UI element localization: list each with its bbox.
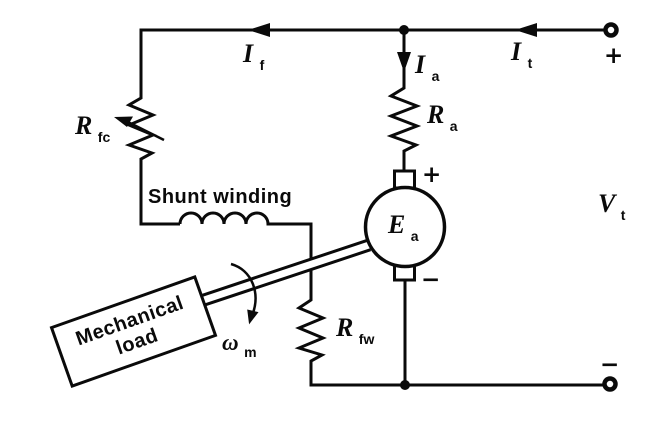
field-rheostat-subscript: fc — [98, 129, 111, 145]
shaft-speed-arc — [230, 262, 257, 317]
shunt-winding-coil — [178, 211, 311, 226]
field-current-subscript: f — [260, 57, 265, 73]
line-current-symbol: I — [510, 37, 522, 66]
field-rheostat-label: R fc — [74, 111, 110, 145]
line-current-subscript: t — [528, 55, 533, 71]
armature-current-label: I a — [414, 50, 440, 84]
shaft-speed-subscript: m — [244, 344, 256, 360]
shunt-winding-label: Shunt winding — [148, 186, 292, 208]
field-current-arrow — [248, 23, 270, 37]
shaft-speed-arrow-head — [247, 309, 259, 325]
armature-plus-sign: + — [422, 162, 441, 188]
field-winding-resistance-subscript: fw — [359, 331, 375, 347]
negative-terminal-circle — [602, 376, 618, 392]
shaft-lower-edge — [199, 248, 372, 309]
armature-top-brush — [393, 169, 416, 190]
field-winding-resistance-symbol: R — [335, 313, 353, 342]
terminal-voltage-label: V t — [598, 189, 626, 223]
shaft-upper-edge — [195, 238, 368, 299]
top-junction-dot — [399, 25, 409, 35]
mechanical-load-box: Mechanical load — [49, 274, 218, 389]
shaft-speed-label: ω m — [222, 330, 257, 360]
armature-current-arrow — [397, 52, 411, 72]
field-current-label: I f — [242, 39, 265, 73]
armature-resistance-label: R a — [426, 100, 458, 134]
armature-resistance-subscript: a — [450, 118, 458, 134]
armature-minus-sign: − — [421, 267, 440, 293]
shaft-speed-symbol: ω — [222, 330, 239, 355]
mechanical-load-outline — [49, 274, 218, 389]
back-emf-subscript: a — [411, 228, 419, 244]
field-current-symbol: I — [242, 39, 254, 68]
armature-circle — [363, 185, 447, 269]
armature-branch-wire — [386, 30, 422, 172]
positive-terminal-circle — [603, 22, 619, 38]
bottom-junction-dot — [400, 380, 410, 390]
line-current-arrow — [515, 23, 537, 37]
armature-current-symbol: I — [414, 50, 426, 79]
shaft-body — [196, 240, 371, 307]
bottom-terminal-minus-sign: − — [600, 352, 619, 378]
rheostat-arrow-head — [114, 116, 133, 127]
terminal-voltage-subscript: t — [621, 207, 626, 223]
back-emf-label: E a — [387, 210, 419, 244]
terminal-voltage-symbol: V — [598, 189, 618, 218]
line-current-label: I t — [510, 37, 533, 71]
field-rheostat-symbol: R — [74, 111, 92, 140]
armature-resistance-symbol: R — [426, 100, 444, 129]
back-emf-symbol: E — [387, 210, 405, 239]
rheostat-arrow-shaft — [123, 118, 165, 142]
field-winding-branch-wire — [294, 222, 327, 385]
armature-current-subscript: a — [432, 68, 440, 84]
top-terminal-plus-sign: + — [604, 43, 623, 69]
field-winding-resistance-label: R fw — [335, 313, 374, 347]
